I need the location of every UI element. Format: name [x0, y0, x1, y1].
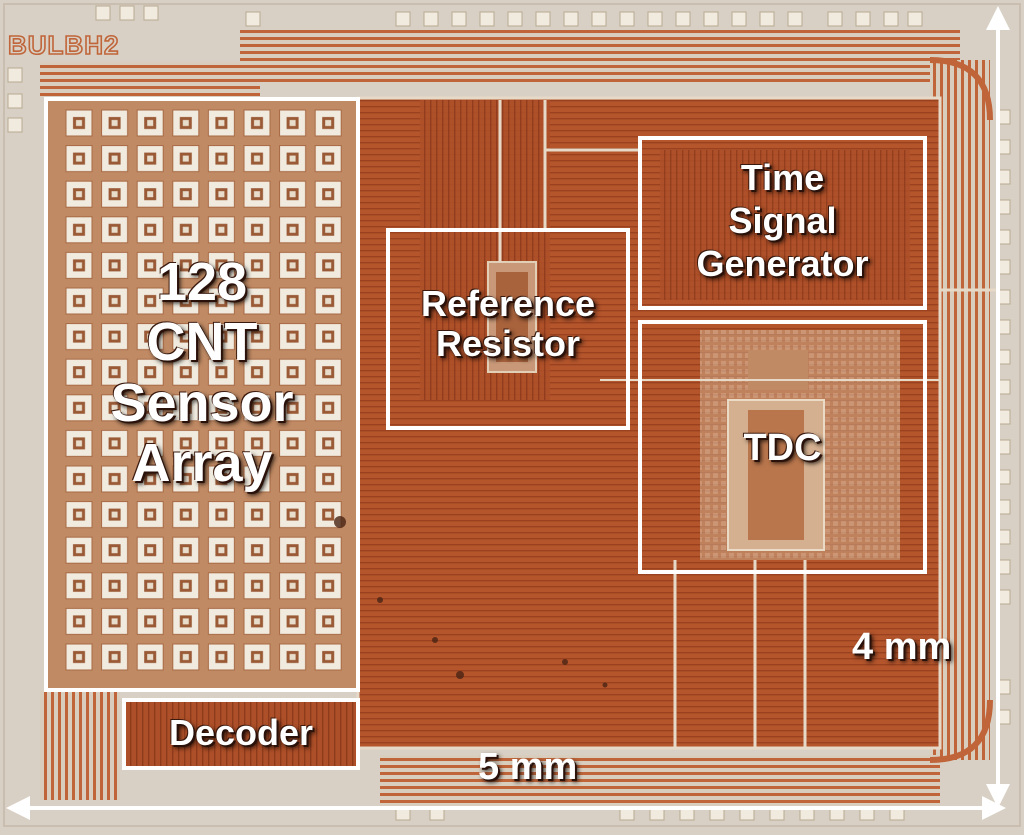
- chip-marking: BULBH2: [8, 30, 119, 60]
- width-dimension-label: 5 mm: [478, 746, 578, 788]
- sensor-array-word-sensor: Sensor: [110, 372, 294, 433]
- sensor-array-box: [44, 97, 360, 692]
- tdc-label: TDC: [743, 427, 822, 469]
- reference-resistor-box: [386, 228, 630, 430]
- decoder-box: [122, 698, 360, 770]
- reference-resistor-line1: Reference: [420, 283, 596, 324]
- height-dimension-label: 4 mm: [852, 626, 952, 668]
- time-signal-generator-line2: Signal: [728, 200, 837, 242]
- decoder-label: Decoder: [168, 712, 314, 753]
- width-arrowhead-left: [6, 796, 30, 820]
- time-signal-generator-label: Time Signal Generator: [640, 156, 925, 286]
- tdc-box: [638, 320, 927, 574]
- time-signal-generator-line3: Generator: [696, 243, 869, 285]
- height-arrowhead-top: [986, 6, 1010, 30]
- reference-resistor-line2: Resistor: [435, 323, 581, 365]
- time-signal-generator-line1: Time: [740, 157, 825, 198]
- sensor-array-type: CNT: [146, 312, 258, 373]
- height-arrowhead-bottom: [986, 784, 1010, 808]
- width-arrowhead-right: [982, 796, 1006, 820]
- reference-resistor-label: Reference Resistor: [388, 283, 628, 365]
- sensor-array-label: 128 CNT Sensor Array: [46, 252, 358, 494]
- sensor-array-word-array: Array: [131, 433, 273, 494]
- time-signal-generator-box: [638, 136, 927, 310]
- sensor-array-count: 128: [156, 252, 248, 312]
